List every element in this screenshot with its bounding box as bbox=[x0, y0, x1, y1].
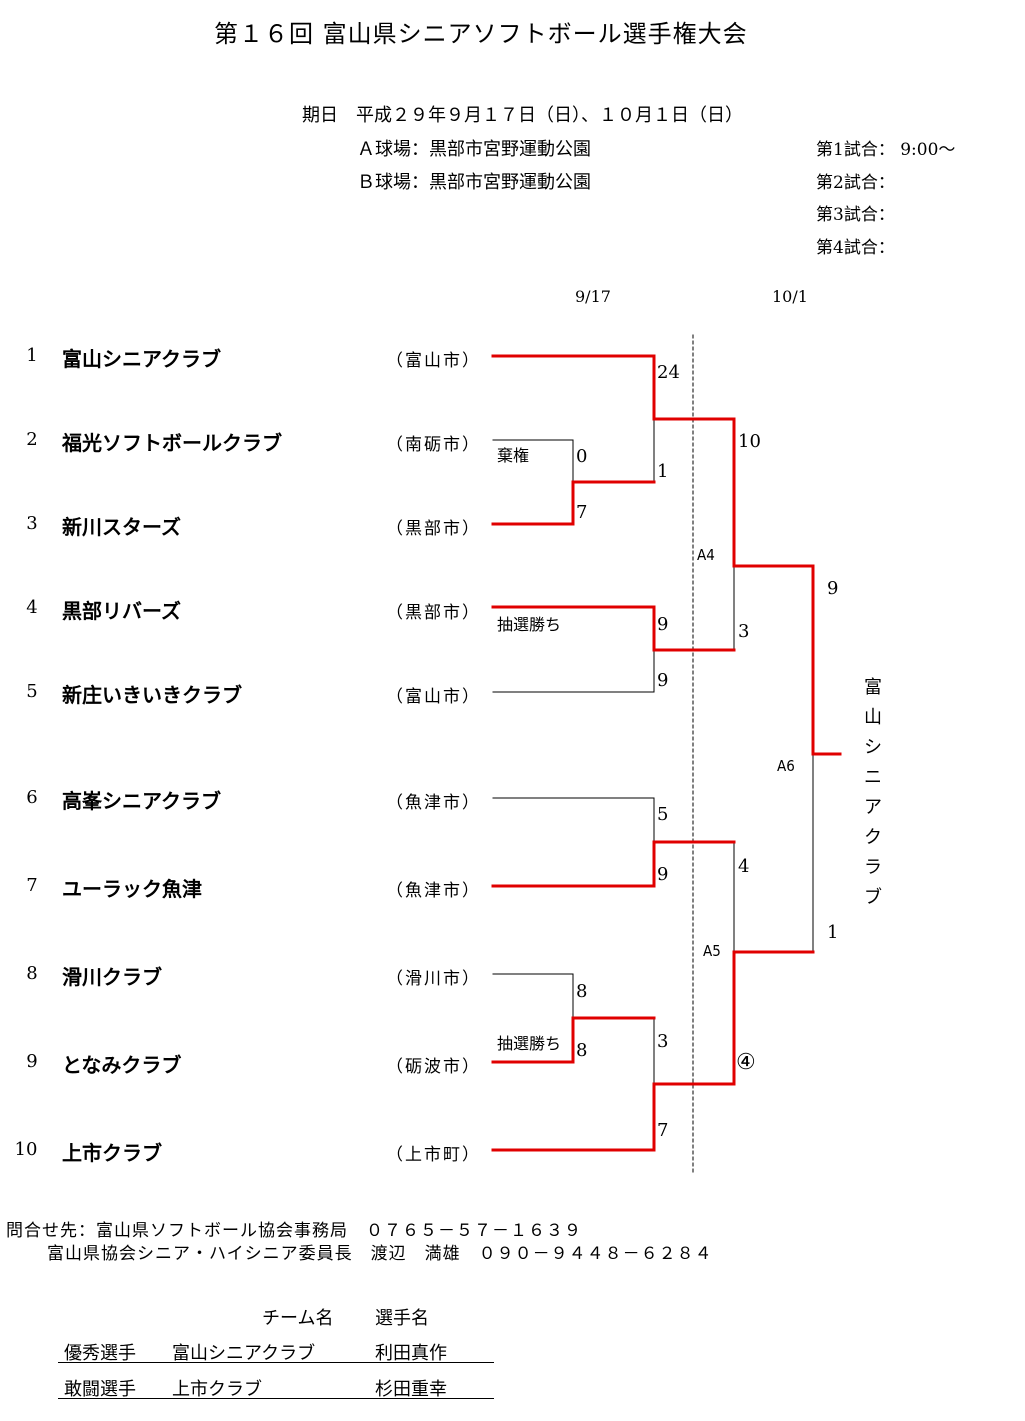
contact-line-2: 富山県協会シニア・ハイシニア委員長 渡辺 満雄 ０９０－９４４８－６２８４ bbox=[47, 1244, 713, 1264]
score-label: 9 bbox=[657, 614, 669, 635]
bracket-line bbox=[492, 439, 574, 483]
score-label: 4 bbox=[738, 856, 750, 877]
award-team: 富山シニアクラブ bbox=[172, 1343, 316, 1364]
award-team: 上市クラブ bbox=[172, 1379, 262, 1400]
contact-line-1: 問合せ先：富山県ソフトボール協会事務局 ０７６５－５７－１６３９ bbox=[6, 1221, 582, 1241]
game-time-2: 第2試合： bbox=[816, 173, 895, 193]
team-city: （上市町） bbox=[386, 1145, 481, 1165]
bracket-win-path bbox=[491, 480, 656, 526]
team-seed: 6 bbox=[26, 787, 38, 808]
score-label: 24 bbox=[657, 362, 680, 383]
bracket-win-path bbox=[491, 354, 842, 756]
event-date: 期日 平成２９年９月１７日（日）、１０月１日（日） bbox=[302, 105, 743, 126]
score-label: 9 bbox=[657, 670, 669, 691]
team-city: （黒部市） bbox=[386, 519, 481, 539]
team-name: 滑川クラブ bbox=[62, 965, 162, 989]
game-time-4: 第4試合： bbox=[816, 238, 895, 258]
score-label: 8 bbox=[576, 981, 588, 1002]
bracket-line bbox=[492, 649, 655, 693]
score-label: 5 bbox=[657, 804, 669, 825]
team-name: 新川スターズ bbox=[62, 515, 181, 539]
award-title: 優秀選手 bbox=[64, 1343, 136, 1364]
team-name: 新庄いきいきクラブ bbox=[62, 683, 242, 707]
team-seed: 9 bbox=[26, 1051, 38, 1072]
team-name: 福光ソフトボールクラブ bbox=[62, 431, 282, 455]
team-seed: 4 bbox=[26, 597, 38, 618]
team-city: （富山市） bbox=[386, 351, 481, 371]
forfeit-note: 棄権 bbox=[497, 446, 530, 465]
awards-row-divider bbox=[58, 1362, 494, 1363]
team-name: 富山シニアクラブ bbox=[62, 347, 221, 371]
team-seed: 7 bbox=[26, 875, 38, 896]
lottery-note: 抽選勝ち bbox=[497, 615, 562, 634]
bracket-win-path bbox=[491, 605, 736, 652]
team-seed: 2 bbox=[26, 429, 38, 450]
awards-header-team: チーム名 bbox=[262, 1308, 334, 1329]
team-name: となみクラブ bbox=[62, 1053, 182, 1077]
score-label: ④ bbox=[736, 1050, 756, 1075]
award-player: 杉田重幸 bbox=[375, 1379, 447, 1400]
team-seed: 5 bbox=[26, 681, 38, 702]
round1-date: 9/17 bbox=[575, 287, 611, 306]
team-city: （魚津市） bbox=[386, 793, 481, 813]
bracket-line bbox=[492, 973, 574, 1019]
bracket-win-path bbox=[491, 950, 815, 1152]
game-id: A5 bbox=[703, 942, 721, 960]
award-title: 敢闘選手 bbox=[64, 1379, 136, 1400]
venue-a: Ａ球場：黒部市宮野運動公園 bbox=[357, 139, 591, 160]
score-label: 9 bbox=[827, 578, 839, 599]
score-label: 0 bbox=[576, 446, 588, 467]
score-label: 1 bbox=[657, 461, 669, 482]
round2-date: 10/1 bbox=[772, 287, 808, 306]
team-seed: 10 bbox=[14, 1139, 38, 1160]
award-player: 利田真作 bbox=[375, 1343, 447, 1364]
score-label: 3 bbox=[657, 1031, 669, 1052]
venue-b: Ｂ球場：黒部市宮野運動公園 bbox=[357, 172, 591, 193]
team-name: 黒部リバーズ bbox=[62, 599, 181, 623]
score-label: 1 bbox=[827, 922, 839, 943]
score-label: 3 bbox=[738, 621, 750, 642]
team-name: 高峯シニアクラブ bbox=[62, 789, 221, 813]
game-time-1: 第1試合： 9:00～ bbox=[816, 140, 956, 160]
score-label: 10 bbox=[738, 431, 761, 452]
game-time-3: 第3試合： bbox=[816, 205, 895, 225]
bracket-line bbox=[492, 797, 655, 843]
team-city: （滑川市） bbox=[386, 969, 481, 989]
team-name: 上市クラブ bbox=[62, 1141, 162, 1165]
bracket-win-path bbox=[491, 840, 736, 888]
game-id: A4 bbox=[697, 546, 715, 564]
awards-row-divider bbox=[58, 1398, 494, 1399]
team-seed: 3 bbox=[26, 513, 38, 534]
game-id: A6 bbox=[777, 757, 795, 775]
team-city: （黒部市） bbox=[386, 603, 481, 623]
team-city: （砺波市） bbox=[386, 1057, 481, 1077]
bracket-win-path bbox=[491, 1016, 656, 1064]
score-label: 7 bbox=[657, 1120, 669, 1141]
page-title: 第１６回 富山県シニアソフトボール選手権大会 bbox=[214, 20, 748, 48]
champion-name: 富山シニアクラブ bbox=[864, 677, 882, 908]
score-label: 7 bbox=[576, 502, 588, 523]
team-city: （魚津市） bbox=[386, 881, 481, 901]
team-seed: 8 bbox=[26, 963, 38, 984]
score-label: 9 bbox=[657, 864, 669, 885]
team-city: （南砺市） bbox=[386, 435, 481, 455]
team-city: （富山市） bbox=[386, 687, 481, 707]
team-seed: 1 bbox=[26, 345, 38, 366]
awards-header-player: 選手名 bbox=[375, 1308, 429, 1329]
score-label: 8 bbox=[576, 1040, 588, 1061]
team-name: ユーラック魚津 bbox=[62, 877, 202, 901]
lottery-note: 抽選勝ち bbox=[497, 1034, 562, 1053]
